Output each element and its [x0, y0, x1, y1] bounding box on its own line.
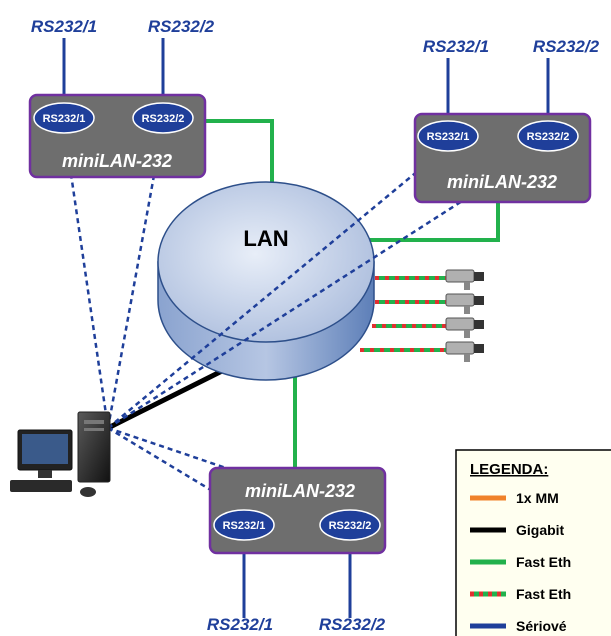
legend-item-label: Sériové — [516, 618, 567, 634]
box-title: miniLAN-232 — [245, 481, 355, 501]
port-label: RS232/1 — [223, 520, 266, 532]
legend-item-label: Fast Eth — [516, 586, 571, 602]
lan-cloud: LAN — [157, 181, 375, 381]
camera-icon — [445, 341, 484, 362]
external-port-label: RS232/1 — [31, 17, 97, 36]
legend-item-label: Gigabit — [516, 522, 565, 538]
port-rs232-2 — [319, 509, 381, 541]
port-label: RS232/1 — [427, 131, 470, 143]
external-port-label: RS232/2 — [148, 17, 215, 36]
external-port-label: RS232/2 — [319, 615, 386, 634]
port-rs232-1 — [213, 509, 275, 541]
port-label: RS232/1 — [43, 113, 86, 125]
minilan-box-top-right: RS232/1 RS232/2 miniLAN-232 — [413, 112, 592, 204]
legend-item-label: Fast Eth — [516, 554, 571, 570]
port-label: RS232/2 — [329, 520, 372, 532]
port-rs232-1 — [33, 102, 95, 134]
legend: LEGENDA: 1x MM Gigabit Fast Eth Fast Eth… — [455, 449, 611, 636]
port-label: RS232/2 — [142, 113, 185, 125]
external-port-label: RS232/2 — [533, 37, 600, 56]
box-title: miniLAN-232 — [447, 172, 557, 192]
fast-ethernet-links — [205, 119, 500, 470]
camera-icon-group — [445, 269, 484, 362]
legend-title: LEGENDA: — [470, 461, 548, 478]
box-title: miniLAN-232 — [62, 151, 172, 171]
minilan-box-bottom: miniLAN-232 RS232/1 RS232/2 — [208, 466, 387, 555]
gigabit-link — [106, 363, 234, 431]
port-rs232-2 — [517, 120, 579, 152]
camera-icon — [445, 269, 484, 290]
port-rs232-2 — [132, 102, 194, 134]
external-port-label: RS232/1 — [423, 37, 489, 56]
external-port-label: RS232/1 — [207, 615, 273, 634]
lan-label: LAN — [243, 226, 288, 251]
port-label: RS232/2 — [527, 131, 570, 143]
camera-links — [360, 276, 448, 352]
camera-icon — [445, 317, 484, 338]
port-rs232-1 — [417, 120, 479, 152]
computer-icon — [10, 411, 111, 497]
legend-item-label: 1x MM — [516, 490, 559, 506]
minilan-box-top-left: RS232/1 RS232/2 miniLAN-232 — [28, 93, 207, 179]
camera-icon — [445, 293, 484, 314]
